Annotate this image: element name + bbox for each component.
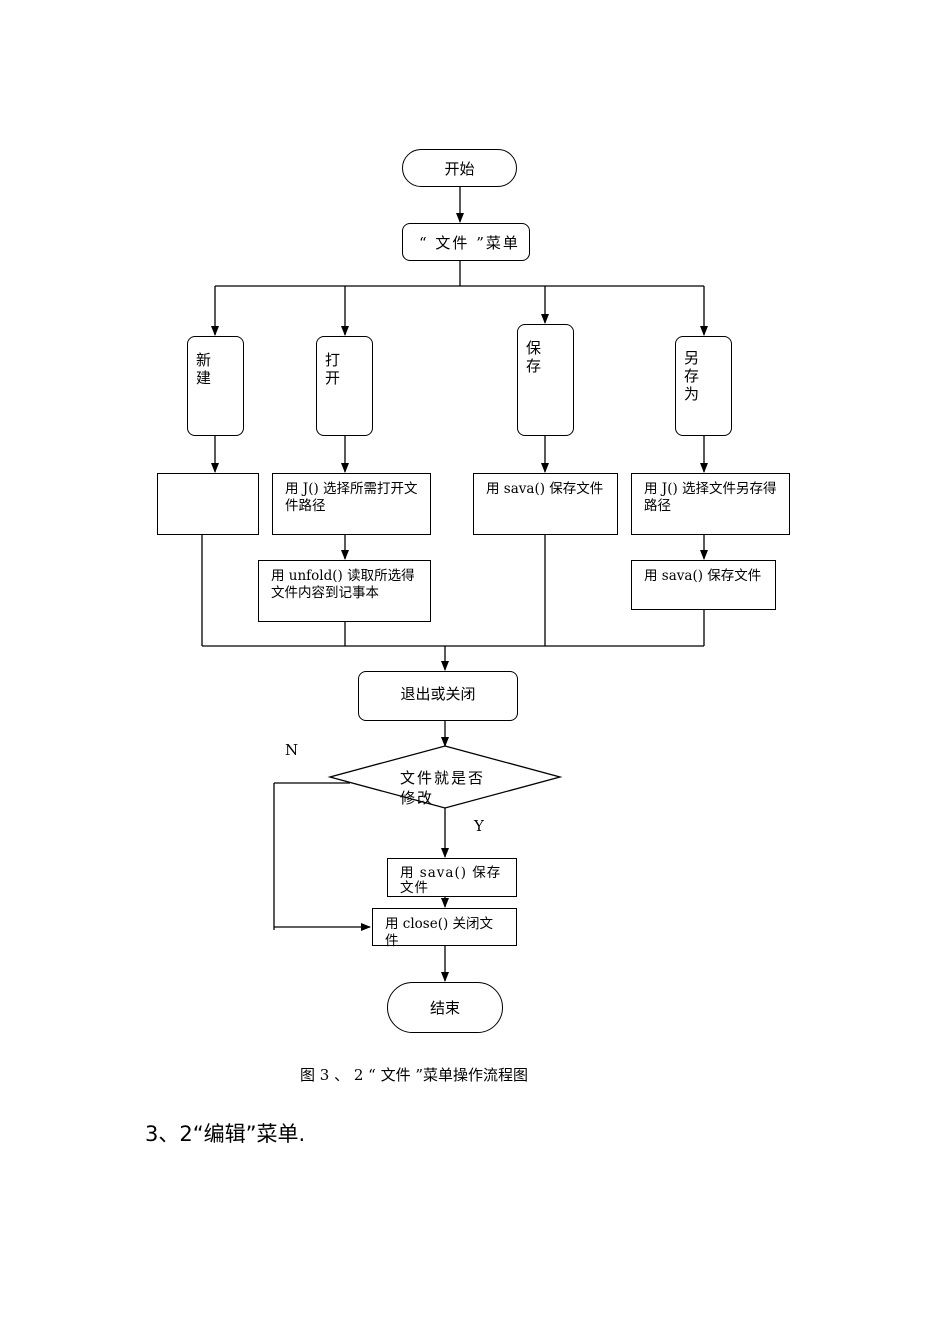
- decision-diamond: [327, 745, 563, 809]
- figure-caption: 图 3 、 2 “ 文件 ”菜单操作流程图: [300, 1066, 529, 1084]
- end-label: 结束: [429, 999, 460, 1017]
- open-option-node: 打开: [316, 336, 373, 436]
- exit-close-node: 退出或关闭: [358, 671, 518, 721]
- section-heading: 3、2“编辑”菜单.: [145, 1122, 306, 1146]
- save-file-box: 用 sava() 保存文件: [473, 473, 618, 535]
- final-save-box: 用 sava() 保存文件: [387, 858, 517, 897]
- file-menu-node: “ 文件 ”菜单: [402, 223, 530, 261]
- open-choose-path-box: 用 J() 选择所需打开文件路径: [272, 473, 431, 535]
- decision-label: 文件就是否修改: [400, 769, 486, 807]
- close-file-text: 用 close() 关闭文件: [385, 916, 494, 949]
- save-option-node: 保存: [517, 324, 574, 436]
- exit-close-label: 退出或关闭: [400, 685, 476, 703]
- open-read-content-box: 用 unfold() 读取所选得文件内容到记事本: [258, 560, 431, 622]
- save-file-text: 用 sava() 保存文件: [486, 481, 604, 497]
- save-as-choose-path-box: 用 J() 选择文件另存得路径: [631, 473, 790, 535]
- new-option-label: 新建: [196, 351, 212, 387]
- save-as-option-label: 另存为: [684, 349, 700, 403]
- end-node: 结束: [387, 982, 503, 1033]
- open-choose-path-text: 用 J() 选择所需打开文件路径: [285, 481, 418, 514]
- save-as-save-text: 用 sava() 保存文件: [644, 568, 762, 584]
- yes-branch-label: Y: [474, 817, 484, 835]
- save-option-label: 保存: [526, 339, 542, 375]
- save-as-save-box: 用 sava() 保存文件: [631, 560, 776, 610]
- open-read-content-text: 用 unfold() 读取所选得文件内容到记事本: [271, 568, 415, 601]
- save-as-choose-path-text: 用 J() 选择文件另存得路径: [644, 481, 777, 514]
- final-save-text: 用 sava() 保存文件: [400, 865, 502, 896]
- save-as-option-node: 另存为: [675, 336, 732, 436]
- start-label: 开始: [444, 159, 475, 178]
- start-node: 开始: [402, 149, 517, 187]
- open-option-label: 打开: [325, 351, 341, 387]
- close-file-box: 用 close() 关闭文件: [372, 908, 517, 949]
- new-option-node: 新建: [187, 336, 244, 436]
- file-menu-label: “ 文件 ”菜单: [419, 234, 520, 252]
- no-branch-label: N: [285, 741, 299, 759]
- new-action-box: [157, 473, 259, 535]
